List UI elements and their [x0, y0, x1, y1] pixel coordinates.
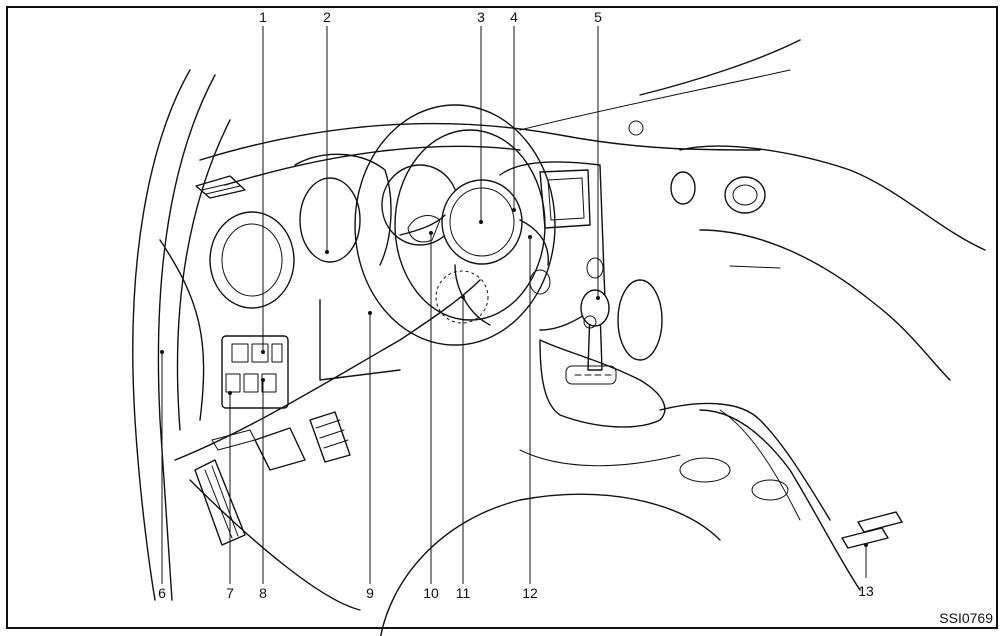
switch-panel	[221, 335, 289, 409]
shift-knob	[580, 289, 610, 327]
callout-4: 4	[510, 9, 518, 25]
passenger-dash	[679, 145, 986, 251]
hood-release	[211, 429, 256, 451]
lower-spoke	[454, 264, 491, 326]
centre-knob	[529, 269, 551, 295]
a-pillar-inner	[157, 74, 216, 601]
callout-1: 1	[259, 9, 267, 25]
right-spoke	[519, 219, 549, 266]
speaker-ring	[617, 279, 663, 361]
callout-11: 11	[455, 585, 471, 601]
callout-5: 5	[594, 9, 602, 25]
callout-13: 13	[858, 583, 874, 599]
pedal-accelerator	[309, 411, 351, 463]
pedal-brake	[254, 427, 306, 471]
dash-top	[199, 122, 761, 161]
knee-panel	[174, 279, 481, 461]
floor-edge	[189, 479, 361, 611]
right-vent	[724, 176, 766, 214]
callout-7: 7	[226, 585, 234, 601]
console-outline	[539, 339, 666, 428]
side-vent	[195, 175, 246, 199]
callout-3: 3	[477, 9, 485, 25]
lower-dash	[159, 239, 205, 421]
a-pillar-outer	[132, 69, 191, 601]
instrument-hood	[294, 153, 392, 266]
callout-10: 10	[423, 585, 439, 601]
left-spoke	[399, 214, 446, 236]
callout-9: 9	[366, 585, 374, 601]
windshield-frame	[639, 39, 801, 96]
footrest	[194, 459, 246, 546]
cupholder	[679, 457, 731, 483]
mirror-mount-icon	[628, 120, 644, 136]
knee-airbag-area	[435, 270, 489, 324]
dash-upper-cowl	[224, 145, 521, 186]
callout-6: 6	[158, 585, 166, 601]
centre-display	[539, 169, 591, 229]
callout-2: 2	[323, 9, 331, 25]
seat-right-arm	[699, 409, 861, 591]
windshield-line	[519, 69, 791, 131]
door-handle	[729, 265, 781, 269]
meter-left	[299, 177, 361, 263]
door-panel-edge	[176, 119, 231, 431]
armrest	[659, 402, 831, 521]
figure-code: SSI0769	[939, 610, 993, 626]
passenger-panel	[699, 229, 951, 381]
steering-wheel-outer	[354, 104, 556, 346]
seat-left	[380, 493, 721, 636]
centre-stack	[499, 161, 606, 331]
far-right-vent	[670, 171, 696, 205]
shift-gate	[565, 365, 617, 385]
callout-8: 8	[259, 585, 267, 601]
glovebox-edge	[319, 299, 401, 381]
left-round-vent	[209, 211, 295, 309]
callout-12: 12	[522, 585, 538, 601]
rear-seat-line	[519, 449, 681, 467]
